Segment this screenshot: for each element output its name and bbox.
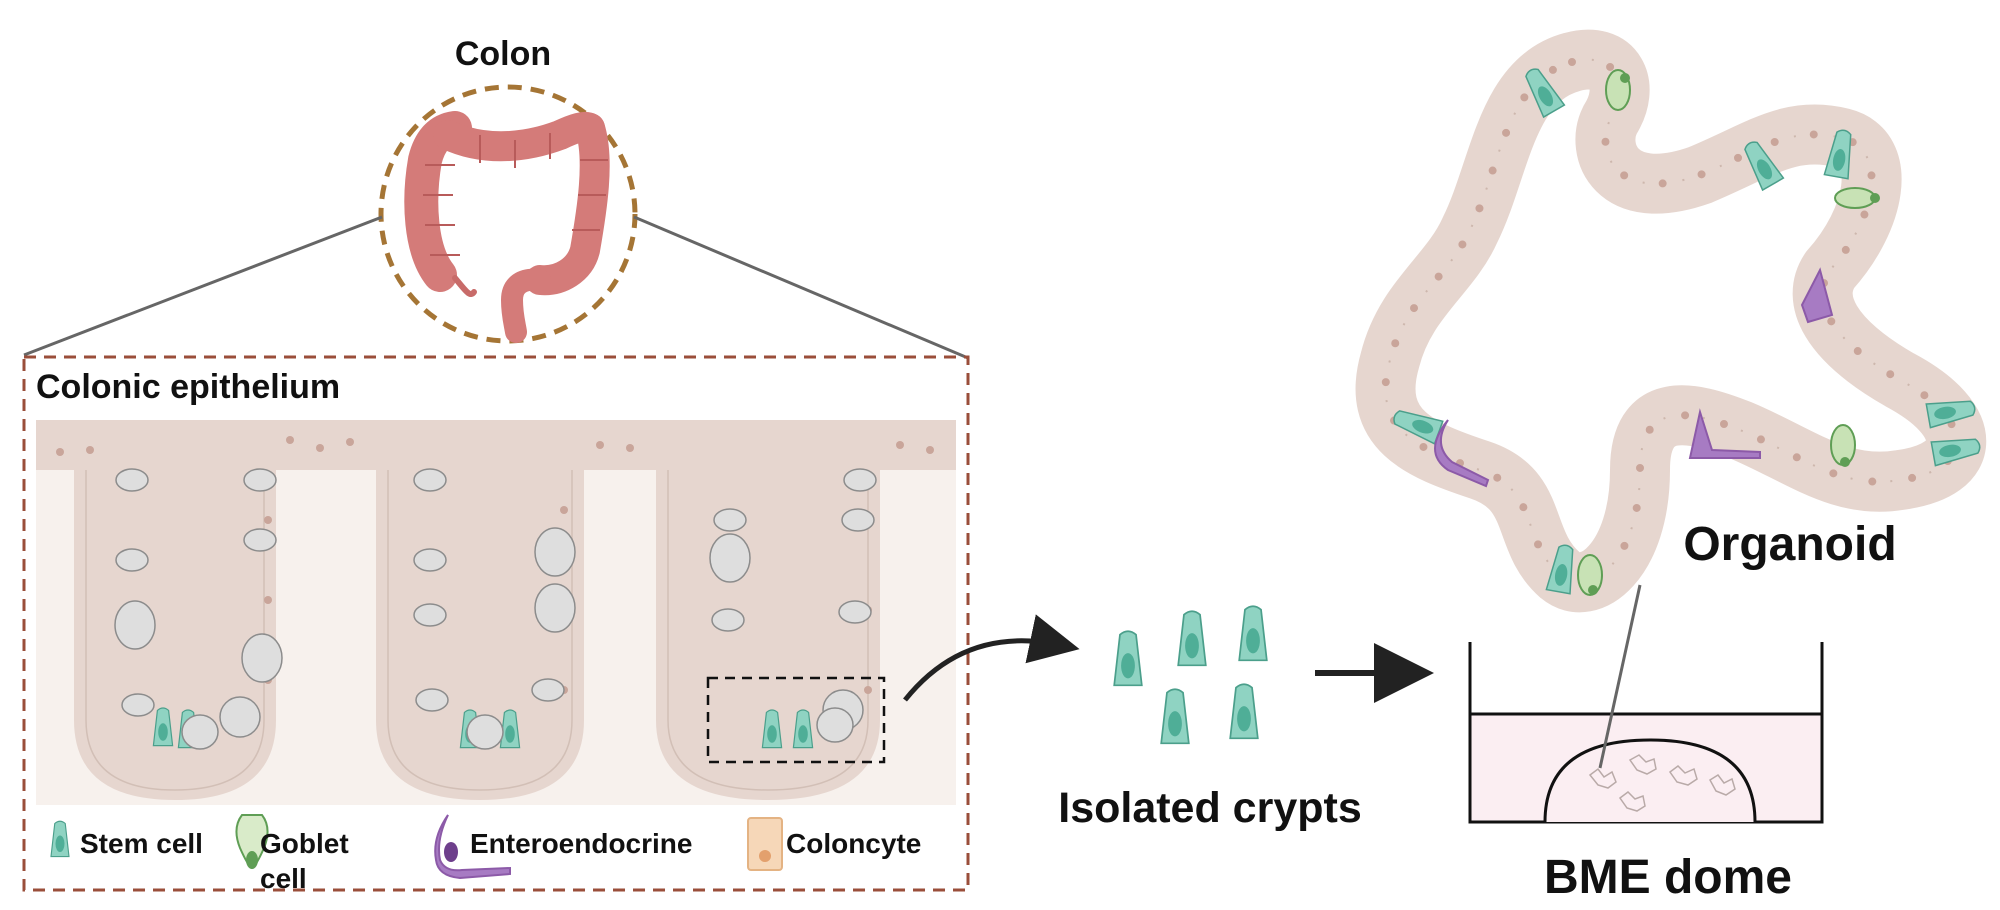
legend-coloncyte-label: Coloncyte — [786, 828, 921, 859]
legend-enteroendocrine-label: Enteroendocrine — [470, 828, 692, 859]
stem-cell-icon — [50, 820, 70, 858]
colon-title: Colon — [455, 35, 551, 73]
dome-to-organoid-line — [1598, 584, 1642, 769]
legend-stem-cell-label: Stem cell — [80, 828, 203, 859]
cell-type-legend: Stem cell Goblet cell Enteroendocrine Co… — [50, 814, 921, 894]
colon-organ-icon — [404, 111, 610, 343]
isolated-crypt-cells — [1113, 605, 1268, 745]
epithelium-inset-frame — [22, 355, 970, 892]
legend-goblet-label-line1: Goblet — [260, 828, 349, 859]
epithelium-title: Colonic epithelium — [36, 368, 340, 406]
organoid-label: Organoid — [1683, 518, 1896, 571]
crypt-tissue — [36, 420, 956, 805]
enteroendocrine-icon — [434, 814, 511, 880]
crypt-selection-box — [706, 676, 886, 764]
colonocyte-icon — [747, 817, 783, 871]
goblet-cell-icon — [235, 814, 269, 870]
zoom-line-left — [23, 215, 383, 357]
curved-arrow-to-crypts — [903, 614, 1080, 702]
legend-goblet-label-line2: cell — [260, 863, 307, 894]
isolated-crypts-label: Isolated crypts — [1058, 784, 1362, 832]
organoid-illustration — [1355, 29, 1986, 613]
colon-magnifier-circle — [378, 84, 638, 344]
bme-dome-well — [1468, 642, 1824, 824]
zoom-line-right — [633, 215, 969, 360]
bme-dome-label: BME dome — [1544, 851, 1792, 904]
